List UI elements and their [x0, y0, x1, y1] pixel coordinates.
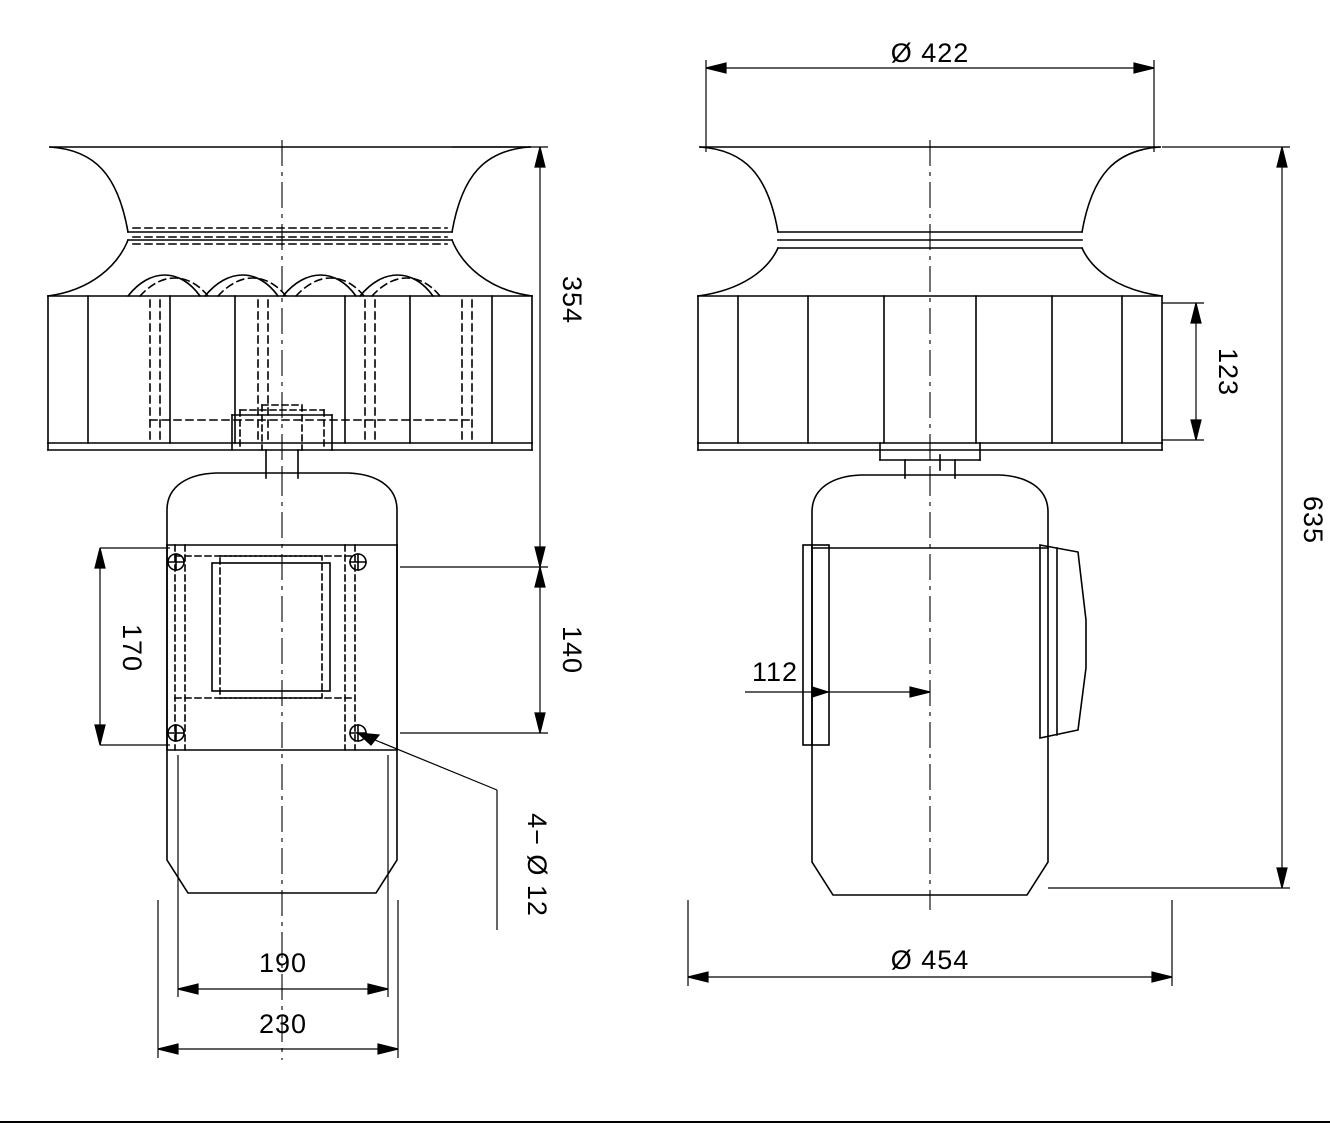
dim-123-label: 123: [1213, 348, 1243, 396]
dim-354-label: 354: [557, 276, 587, 324]
dim-d454-label: Ø 454: [891, 945, 970, 975]
dim-112-label: 112: [752, 657, 798, 687]
dim-190-label: 190: [259, 948, 307, 978]
left-view-geometry: [47, 146, 533, 894]
right-view-dimensions: [687, 60, 1290, 986]
left-view-dimensions: [94, 146, 548, 1058]
dim-140-label: 140: [557, 626, 587, 674]
dim-230-label: 230: [259, 1009, 307, 1039]
hole-callout-label: 4− Ø 12: [522, 813, 552, 917]
dim-635-label: 635: [1298, 496, 1328, 544]
dim-170-label: 170: [117, 624, 147, 672]
dim-d422-label: Ø 422: [891, 38, 970, 68]
